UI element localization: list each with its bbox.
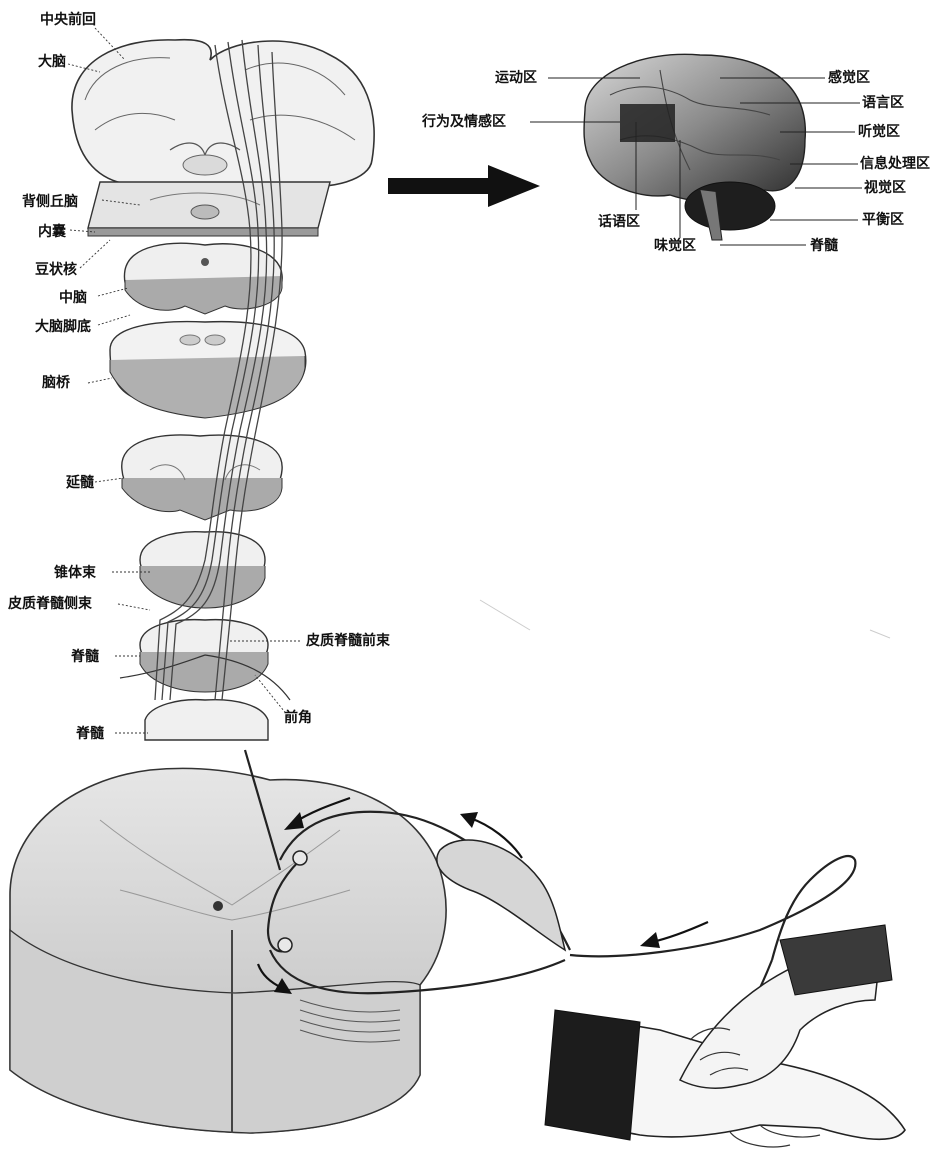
lower-spinal-slab [145, 700, 268, 740]
label-language-area: 语言区 [862, 95, 904, 111]
label-internal-capsule: 内囊 [38, 224, 66, 240]
medulla-slab [122, 435, 282, 520]
spinal-cord-block [10, 768, 446, 1133]
label-sensory-area: 感觉区 [828, 70, 870, 86]
label-cerebrum: 大脑 [38, 54, 66, 70]
scan-artifacts [480, 600, 890, 638]
mid-spinal-slab [120, 620, 290, 700]
hands [545, 925, 905, 1147]
label-spinal-cord-2: 脊髓 [76, 726, 104, 742]
label-anterior-horn: 前角 [284, 710, 312, 726]
label-midbrain: 中脑 [59, 290, 87, 306]
label-precentral-gyrus: 中央前回 [40, 12, 96, 28]
label-motor-area: 运动区 [495, 70, 537, 86]
lateral-brain [584, 54, 805, 240]
label-visual-area: 视觉区 [864, 180, 906, 196]
label-info-processing-area: 信息处理区 [860, 156, 930, 172]
label-taste-area: 味觉区 [654, 238, 696, 254]
label-brain-spinal-cord: 脊髓 [810, 238, 838, 254]
label-lateral-corticospinal: 皮质脊髓侧束 [8, 596, 92, 612]
label-dorsal-thalamus: 背侧丘脑 [22, 194, 78, 210]
label-pons: 脑桥 [42, 375, 70, 391]
label-spinal-cord-1: 脊髓 [71, 649, 99, 665]
label-behavior-emotion-area: 行为及情感区 [422, 114, 506, 130]
thalamus-slab [88, 182, 330, 236]
pons-slab [110, 322, 306, 418]
label-cerebral-peduncle: 大脑脚底 [35, 319, 91, 335]
label-speech-area: 话语区 [598, 214, 640, 230]
label-anterior-corticospinal: 皮质脊髓前束 [306, 633, 390, 649]
label-pyramidal-tract: 锥体束 [54, 565, 96, 581]
label-medulla: 延髓 [66, 475, 94, 491]
label-auditory-area: 听觉区 [858, 124, 900, 140]
label-balance-area: 平衡区 [862, 212, 904, 228]
coronal-brain-section [72, 40, 374, 187]
right-arrow [388, 165, 540, 207]
label-lentiform-nucleus: 豆状核 [35, 262, 77, 278]
